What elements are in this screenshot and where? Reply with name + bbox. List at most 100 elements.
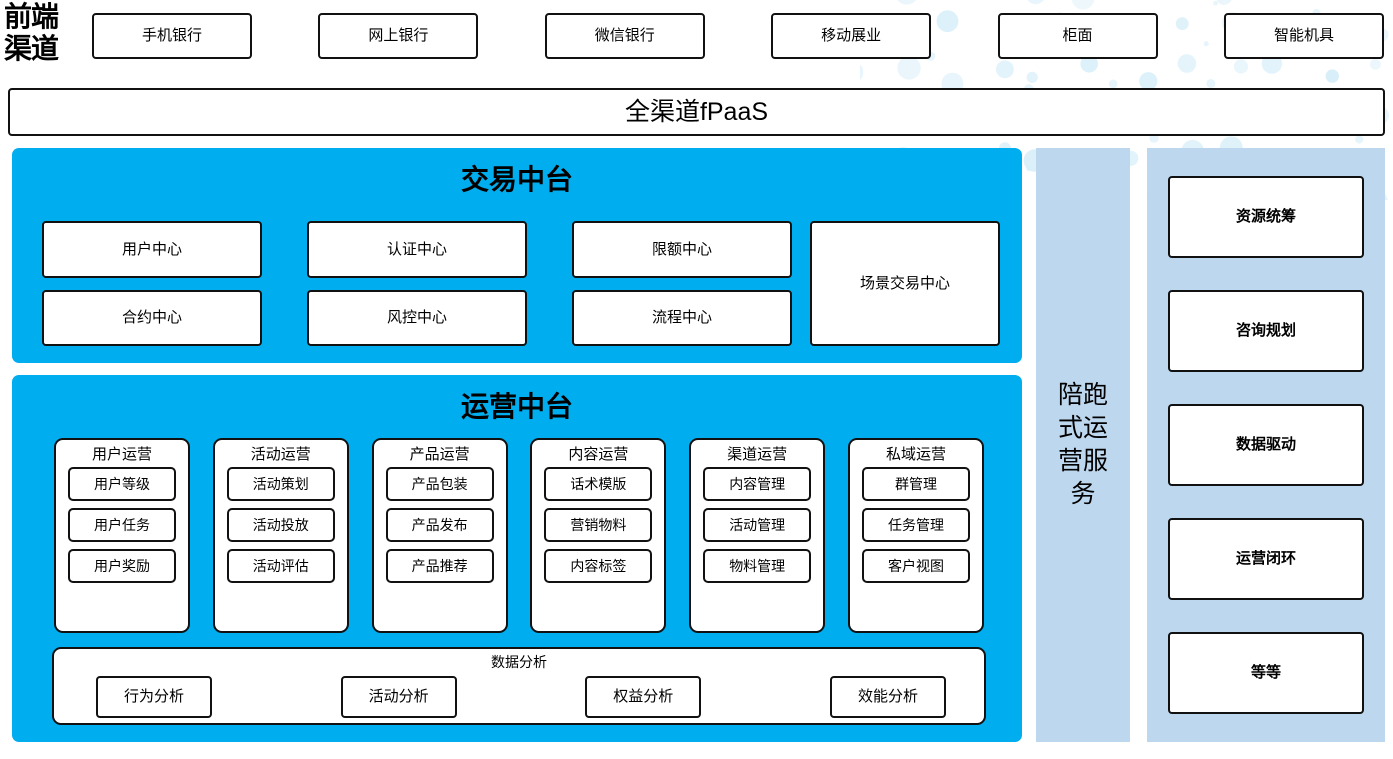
ops-item-label: 营销物料 (570, 516, 627, 533)
ops-item-label: 话术模版 (570, 475, 627, 492)
channel-box-internet-banking[interactable]: 网上银行 (318, 13, 479, 59)
ops-group-user[interactable]: 用户运营 用户等级 用户任务 用户奖励 (54, 438, 190, 633)
ops-item-label: 内容标签 (570, 557, 627, 574)
ops-item[interactable]: 任务管理 (861, 508, 970, 542)
ops-group-channel[interactable]: 渠道运营 内容管理 活动管理 物料管理 (689, 438, 826, 633)
ops-group-items: 内容管理 活动管理 物料管理 (703, 467, 812, 583)
ops-item[interactable]: 产品包装 (385, 467, 494, 501)
channel-label: 柜面 (1062, 27, 1093, 45)
data-analysis-item-label: 效能分析 (857, 688, 918, 706)
service-band-line: 式运 (1057, 414, 1108, 442)
ops-group-product[interactable]: 产品运营 产品包装 产品发布 产品推荐 (371, 438, 508, 633)
ops-item-label: 用户等级 (94, 475, 150, 492)
trade-center-label: 风控中心 (386, 309, 447, 327)
ops-item[interactable]: 活动策划 (226, 467, 335, 501)
ops-item[interactable]: 用户等级 (68, 467, 176, 501)
ops-group-campaign[interactable]: 活动运营 活动策划 活动投放 活动评估 (212, 438, 349, 633)
ops-item-label: 内容管理 (729, 475, 786, 492)
ops-item[interactable]: 活动投放 (226, 508, 335, 542)
data-analysis-item-behavior[interactable]: 行为分析 (96, 676, 212, 718)
omnichannel-fpaas-bar[interactable]: 全渠道fPaaS (8, 88, 1385, 136)
service-item-consulting-planning[interactable]: 咨询规划 (1168, 290, 1364, 372)
ops-item-label: 活动评估 (252, 557, 309, 574)
ops-group-items: 用户等级 用户任务 用户奖励 (68, 467, 176, 583)
service-item-resource-coordination[interactable]: 资源统筹 (1168, 176, 1364, 258)
ops-item-label: 活动策划 (252, 475, 309, 492)
ops-group-content[interactable]: 内容运营 话术模版 营销物料 内容标签 (530, 438, 667, 633)
ops-item[interactable]: 活动管理 (703, 508, 812, 542)
ops-group-private-domain[interactable]: 私域运营 群管理 任务管理 客户视图 (847, 438, 984, 633)
accompanying-operation-service-band: 陪跑 式运 营服 务 (1036, 148, 1130, 742)
ops-item[interactable]: 营销物料 (544, 508, 653, 542)
ops-group-items: 活动策划 活动投放 活动评估 (226, 467, 335, 583)
channel-box-counter[interactable]: 柜面 (997, 13, 1158, 59)
data-analysis-item-label: 权益分析 (613, 688, 674, 706)
ops-item-label: 产品推荐 (411, 557, 468, 574)
trade-center-limit[interactable]: 限额中心 (572, 221, 792, 278)
trade-center-label: 流程中心 (651, 309, 712, 327)
ops-group-title: 产品运营 (409, 446, 470, 463)
channel-label: 网上银行 (368, 27, 429, 45)
ops-item[interactable]: 内容管理 (703, 467, 812, 501)
ops-item-label: 活动管理 (729, 516, 786, 533)
ops-group-title: 用户运营 (91, 446, 152, 463)
trade-center-label: 合约中心 (121, 309, 182, 327)
data-analysis-item-label: 行为分析 (123, 688, 184, 706)
ops-item[interactable]: 用户奖励 (68, 549, 176, 583)
ops-item-label: 活动投放 (252, 516, 309, 533)
ops-item[interactable]: 产品推荐 (385, 549, 494, 583)
ops-item[interactable]: 活动评估 (226, 549, 335, 583)
ops-item-label: 客户视图 (887, 557, 944, 574)
data-analysis-items: 行为分析 活动分析 权益分析 效能分析 (96, 676, 946, 718)
ops-item-label: 用户奖励 (94, 557, 150, 574)
service-item-operation-closed-loop[interactable]: 运营闭环 (1168, 518, 1364, 600)
trade-center-contract[interactable]: 合约中心 (42, 289, 262, 346)
data-analysis-item-campaign[interactable]: 活动分析 (340, 676, 457, 718)
trade-center-scene-transaction[interactable]: 场景交易中心 (810, 221, 1000, 346)
channel-box-mobile-banking[interactable]: 手机银行 (92, 13, 252, 59)
ops-item[interactable]: 用户任务 (68, 508, 176, 542)
data-analysis-title: 数据分析 (491, 654, 547, 670)
trade-center-label: 认证中心 (386, 240, 447, 258)
service-band-line: 营服 (1057, 447, 1108, 475)
ops-group-items: 产品包装 产品发布 产品推荐 (385, 467, 494, 583)
data-analysis-item-label: 活动分析 (368, 688, 429, 706)
ops-item[interactable]: 内容标签 (544, 549, 653, 583)
channel-box-smart-machine[interactable]: 智能机具 (1223, 13, 1384, 59)
data-analysis-section: 数据分析 行为分析 活动分析 权益分析 效能分析 (52, 647, 986, 725)
data-analysis-item-benefit[interactable]: 权益分析 (585, 676, 702, 718)
service-item-label: 运营闭环 (1235, 550, 1296, 568)
ops-item[interactable]: 产品发布 (385, 508, 494, 542)
ops-item-label: 产品发布 (411, 516, 468, 533)
ops-item-label: 用户任务 (94, 516, 150, 533)
ops-group-title: 活动运营 (250, 446, 311, 463)
ops-item-label: 群管理 (894, 475, 937, 492)
service-item-label: 等等 (1250, 664, 1281, 682)
data-analysis-item-efficiency[interactable]: 效能分析 (829, 676, 946, 718)
operations-platform-panel: 运营中台 用户运营 用户等级 用户任务 用户奖励 活动运营 活动策划 活动投放 … (12, 375, 1022, 742)
ops-item[interactable]: 客户视图 (861, 549, 970, 583)
frontend-channel-label: 前端 渠道 (4, 2, 82, 68)
ops-item[interactable]: 物料管理 (703, 549, 812, 583)
ops-item[interactable]: 话术模版 (544, 467, 653, 501)
frontend-channel-row: 手机银行 网上银行 微信银行 移动展业 柜面 智能机具 (92, 13, 1384, 59)
ops-group-title: 私域运营 (885, 446, 946, 463)
trade-center-user[interactable]: 用户中心 (42, 221, 262, 278)
service-item-data-driven[interactable]: 数据驱动 (1168, 404, 1364, 486)
trade-center-riskcontrol[interactable]: 风控中心 (307, 289, 527, 346)
service-band-line: 陪跑 (1057, 381, 1108, 409)
trade-platform-title: 交易中台 (460, 165, 573, 196)
trade-center-grid: 用户中心 认证中心 限额中心 合约中心 风控中心 流程中心 (42, 221, 792, 346)
trade-center-label: 限额中心 (651, 240, 712, 258)
channel-box-mobile-marketing[interactable]: 移动展业 (771, 13, 932, 59)
accompanying-operation-service-label: 陪跑 式运 营服 务 (1050, 379, 1116, 511)
ops-group-items: 群管理 任务管理 客户视图 (861, 467, 970, 583)
trade-center-process[interactable]: 流程中心 (572, 289, 792, 346)
trade-center-auth[interactable]: 认证中心 (307, 221, 527, 278)
service-item-etc[interactable]: 等等 (1168, 632, 1364, 714)
ops-group-title: 内容运营 (568, 446, 629, 463)
ops-item[interactable]: 群管理 (861, 467, 970, 501)
trade-center-label: 场景交易中心 (859, 274, 950, 292)
ops-item-label: 产品包装 (411, 475, 468, 492)
channel-box-wechat-banking[interactable]: 微信银行 (544, 13, 705, 59)
